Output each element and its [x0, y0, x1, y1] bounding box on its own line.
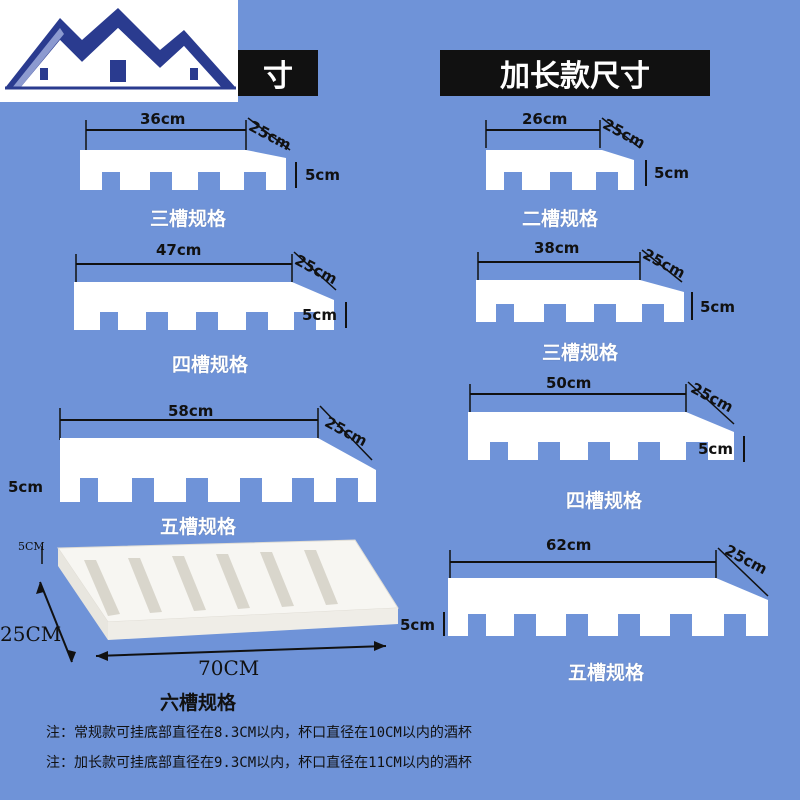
- spec-name: 六槽规格: [160, 692, 237, 714]
- spec-name: 四槽规格: [566, 490, 643, 512]
- depth-label: 25CM: [0, 622, 62, 646]
- note-extended: 注：加长款可挂底部直径在9.3CM以内，杯口直径在11CM以内的酒杯: [46, 755, 472, 771]
- spec-name: 五槽规格: [160, 516, 237, 538]
- house-roof-logo-icon: [5, 8, 236, 90]
- height-label: 5CM: [18, 540, 45, 553]
- height-label: 5cm: [8, 478, 43, 496]
- height-label: 5cm: [654, 164, 689, 182]
- width-label: 50cm: [546, 374, 592, 392]
- height-label: 5cm: [698, 440, 733, 458]
- width-label: 36cm: [140, 110, 186, 128]
- height-label: 5cm: [700, 298, 735, 316]
- height-label: 5cm: [305, 166, 340, 184]
- width-label: 62cm: [546, 536, 592, 554]
- height-label: 5cm: [302, 306, 337, 324]
- standard-header-text: 寸: [263, 59, 293, 94]
- width-label: 26cm: [522, 110, 568, 128]
- width-label: 38cm: [534, 239, 580, 257]
- logo: [0, 0, 238, 102]
- width-label: 58cm: [168, 402, 214, 420]
- width-label: 70CM: [198, 656, 260, 680]
- spec-name: 三槽规格: [150, 208, 227, 230]
- width-label: 47cm: [156, 241, 202, 259]
- spec-name: 二槽规格: [522, 208, 599, 230]
- height-label: 5cm: [400, 616, 435, 634]
- extended-size-header: 加长款尺寸: [440, 50, 710, 96]
- spec-name: 五槽规格: [568, 662, 645, 684]
- standard-size-header: 寸: [238, 50, 318, 96]
- extended-header-text: 加长款尺寸: [500, 59, 650, 94]
- note-standard: 注：常规款可挂底部直径在8.3CM以内，杯口直径在10CM以内的酒杯: [46, 725, 472, 741]
- spec-name: 四槽规格: [172, 354, 249, 376]
- spec-name: 三槽规格: [542, 342, 619, 364]
